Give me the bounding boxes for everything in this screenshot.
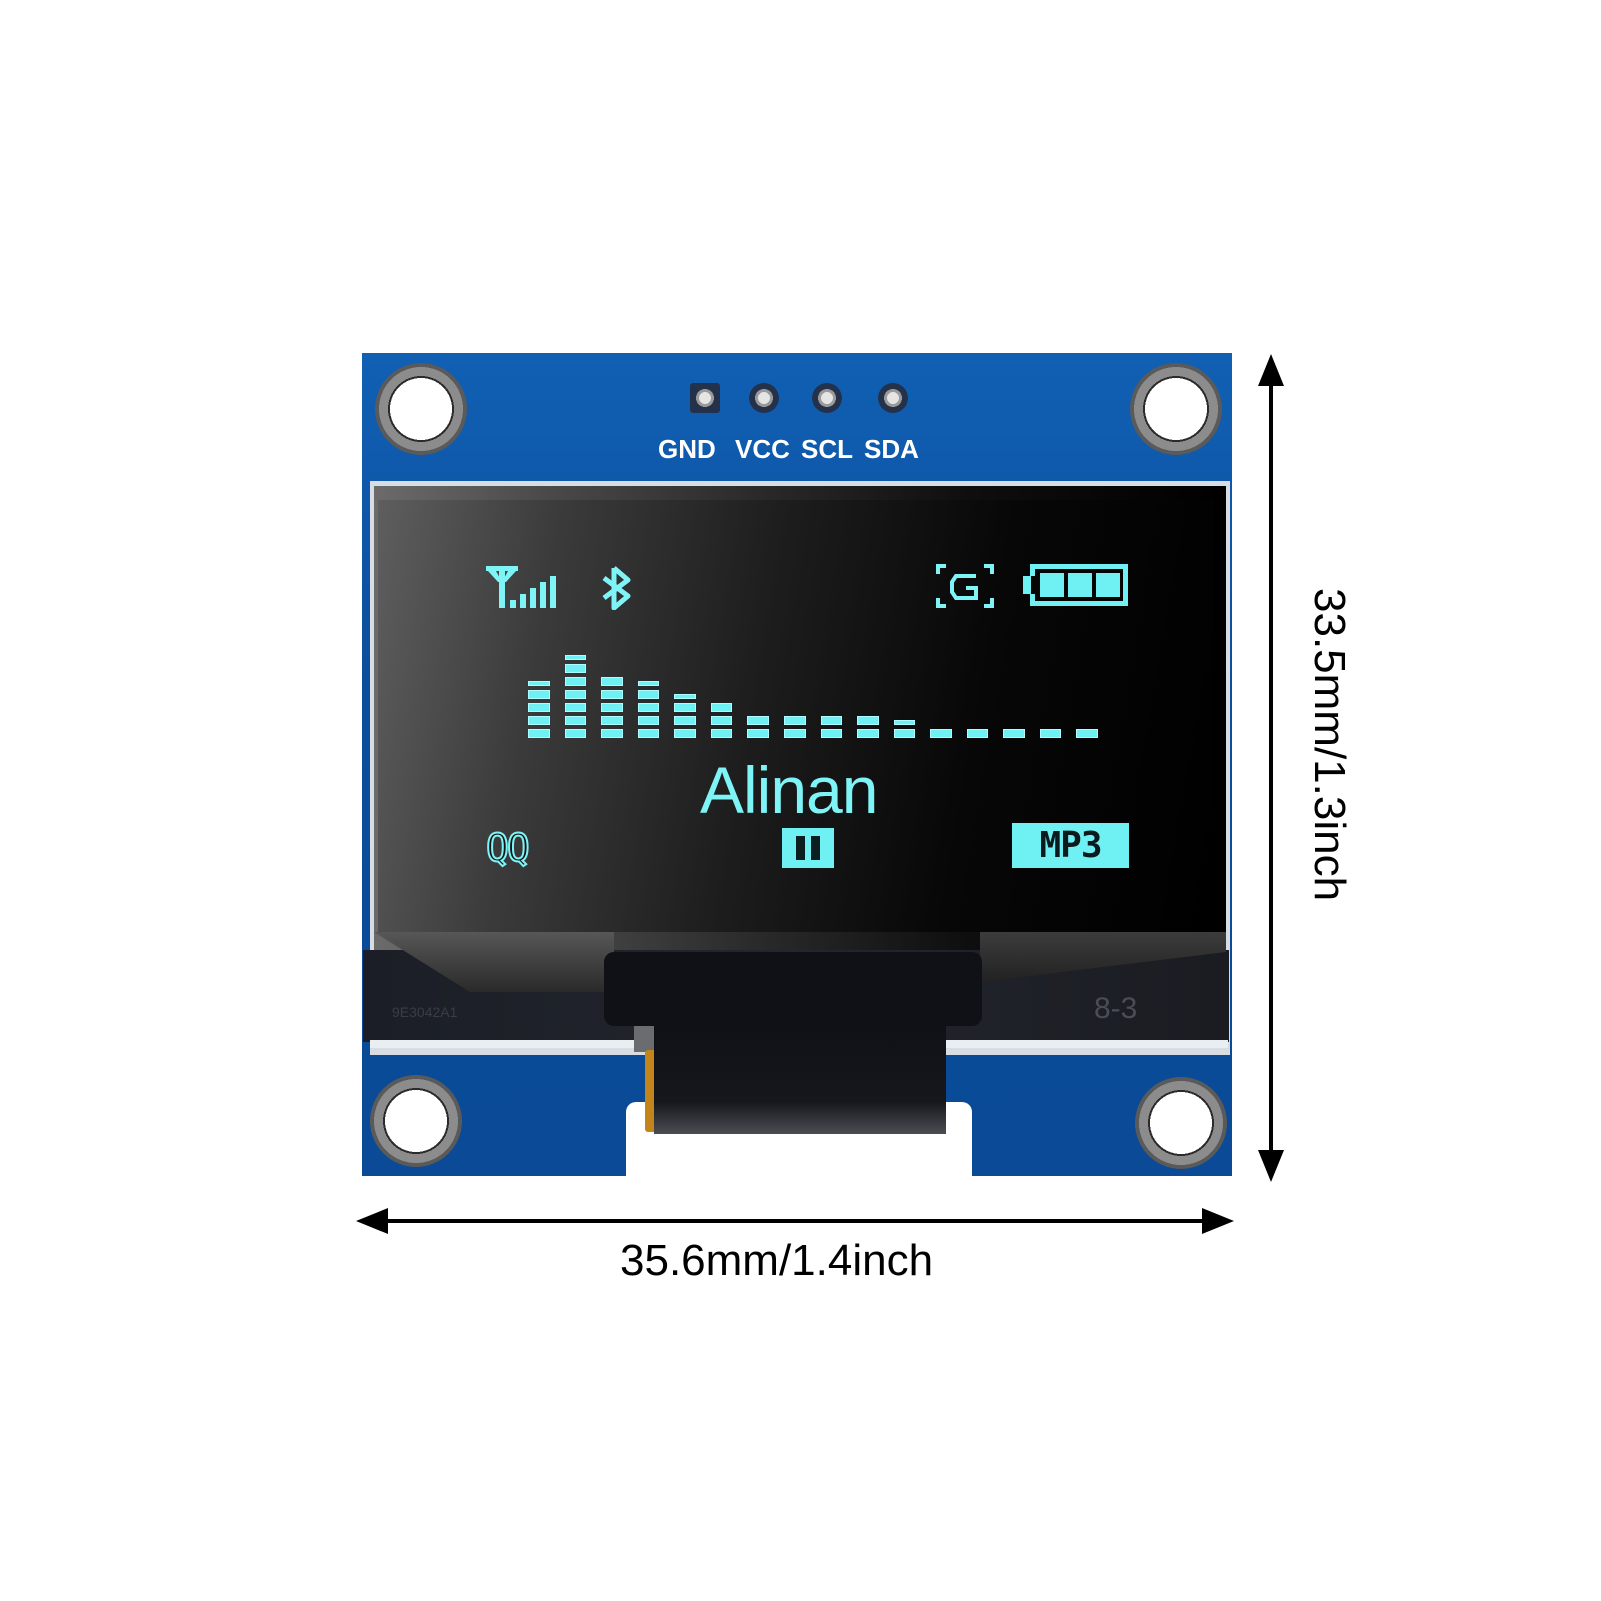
equalizer-column (966, 729, 989, 738)
mounting-hole-top-left (375, 363, 467, 455)
pin-gnd-pad (690, 383, 720, 413)
equalizer-segment (820, 716, 843, 725)
equalizer-column (1003, 729, 1025, 738)
equalizer-segment (783, 716, 806, 725)
battery-full-icon (1023, 564, 1128, 606)
glass-code-right: 8-3 (1094, 992, 1138, 1025)
equalizer-segment (893, 729, 916, 738)
bluetooth-icon (602, 566, 631, 610)
equalizer-segment (674, 703, 696, 712)
equalizer-segment (747, 729, 769, 738)
equalizer-column (564, 655, 587, 738)
gps-g-icon (936, 564, 994, 608)
equalizer-segment (710, 729, 733, 738)
arrow-down-icon (1258, 1150, 1284, 1182)
width-dimension-line (372, 1219, 1220, 1223)
width-dimension-label: 35.6mm/1.4inch (620, 1236, 934, 1285)
arrow-up-icon (1258, 354, 1284, 386)
equalizer-segment (601, 729, 623, 738)
equalizer-column (1076, 729, 1098, 738)
pin-vcc-pad (749, 383, 779, 413)
signal-antenna-icon (486, 566, 556, 608)
equalizer-column (528, 681, 550, 738)
glass-code-left: 9E3042A1 (392, 1004, 458, 1020)
equalizer-column (783, 716, 806, 738)
pin-sda-pad (878, 383, 908, 413)
flex-connector-top (604, 952, 982, 1026)
equalizer-segment (564, 664, 587, 673)
equalizer-peak-cap (528, 681, 550, 686)
pause-bar-left (796, 836, 805, 860)
equalizer-segment (857, 729, 879, 738)
equalizer-column (710, 703, 733, 738)
pause-icon (782, 828, 834, 868)
equalizer-segment (637, 716, 660, 725)
equalizer-segment (820, 729, 843, 738)
equalizer-column (747, 716, 769, 738)
mp3-badge: MP3 (1012, 823, 1129, 868)
brand-text: Alinan (700, 753, 878, 827)
equalizer-column (601, 677, 623, 738)
equalizer-segment (783, 729, 806, 738)
equalizer-segment (564, 690, 587, 699)
mp3-label: MP3 (1039, 825, 1102, 866)
equalizer-segment (857, 716, 879, 725)
equalizer-peak-cap (564, 655, 587, 660)
equalizer-segment (601, 716, 623, 725)
equalizer-segment (528, 703, 550, 712)
pin-scl-pad (812, 383, 842, 413)
equalizer-segment (528, 690, 550, 699)
equalizer-column (637, 681, 660, 738)
equalizer-bars (528, 646, 1098, 738)
equalizer-column (820, 716, 843, 738)
equalizer-peak-cap (637, 681, 660, 686)
equalizer-segment (1039, 729, 1062, 738)
arrow-left-icon (356, 1208, 388, 1234)
equalizer-segment (1003, 729, 1025, 738)
equalizer-segment (637, 703, 660, 712)
flex-tab-left (634, 1026, 656, 1052)
pin-label-scl: SCL (801, 434, 853, 464)
equalizer-segment (564, 703, 587, 712)
equalizer-column (1039, 729, 1062, 738)
equalizer-segment (601, 690, 623, 699)
height-dimension-line (1269, 370, 1273, 1164)
equalizer-segment (637, 690, 660, 699)
equalizer-segment (564, 729, 587, 738)
arrow-right-icon (1202, 1208, 1234, 1234)
equalizer-segment (564, 677, 587, 686)
equalizer-segment (1076, 729, 1098, 738)
equalizer-segment (601, 703, 623, 712)
height-dimension-label: 33.5mm/1.3inch (1305, 588, 1354, 902)
mounting-hole-bottom-left (370, 1075, 462, 1167)
pin-label-vcc: VCC (735, 434, 790, 464)
equalizer-segment (710, 703, 733, 712)
equalizer-peak-cap (893, 720, 916, 725)
equalizer-segment (674, 716, 696, 725)
equalizer-column (930, 729, 952, 738)
mounting-hole-top-right (1130, 363, 1222, 455)
mounting-hole-bottom-right (1135, 1077, 1227, 1169)
equalizer-segment (674, 729, 696, 738)
equalizer-column (674, 694, 696, 738)
equalizer-segment (747, 716, 769, 725)
equalizer-segment (528, 716, 550, 725)
equalizer-segment (528, 729, 550, 738)
equalizer-segment (966, 729, 989, 738)
equalizer-column (857, 716, 879, 738)
pause-bar-right (811, 836, 820, 860)
pin-label-sda: SDA (864, 434, 919, 464)
equalizer-segment (710, 716, 733, 725)
pin-label-gnd: GND (658, 434, 716, 464)
equalizer-peak-cap (674, 694, 696, 699)
equalizer-segment (601, 677, 623, 686)
equalizer-segment (637, 729, 660, 738)
qq-label: QQ (485, 825, 531, 871)
equalizer-segment (564, 716, 587, 725)
flex-cable (654, 1026, 946, 1134)
equalizer-segment (930, 729, 952, 738)
equalizer-column (893, 720, 916, 738)
